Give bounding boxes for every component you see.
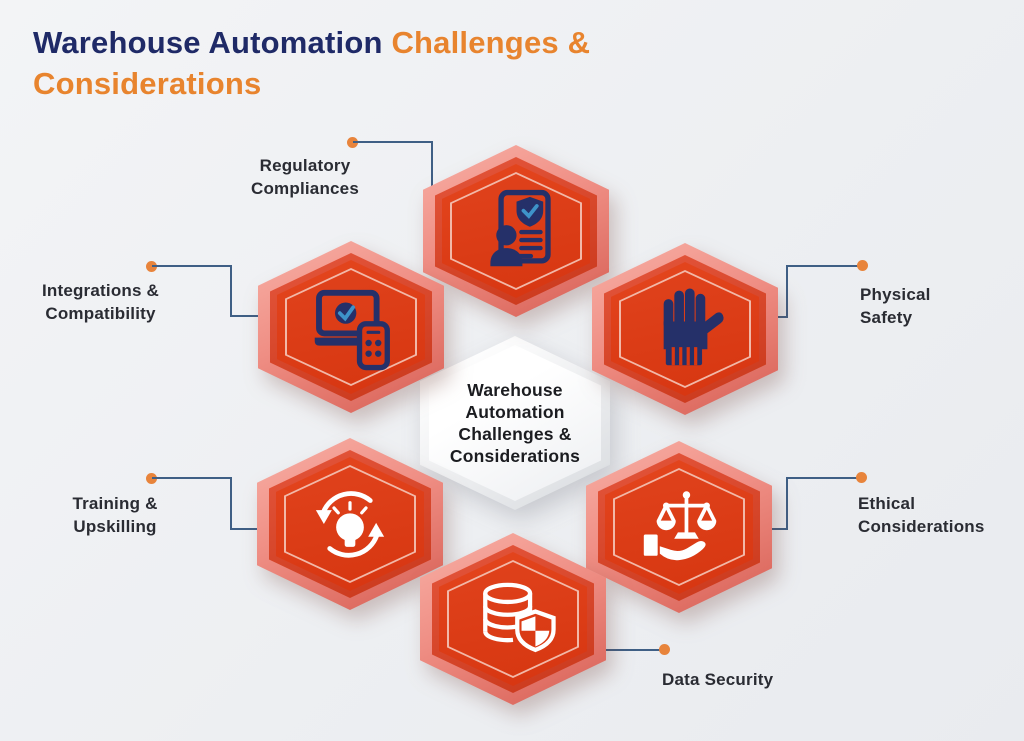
label-data-security: Data Security	[662, 670, 774, 689]
label-training-upskilling: Training & Upskilling	[72, 494, 158, 536]
hex-node-physical-safety	[592, 243, 778, 415]
hex-node-ethical-considerations	[586, 441, 772, 613]
connector-line	[786, 265, 788, 318]
person-document-shield-icon	[468, 183, 564, 279]
hex-node-regulatory-compliances	[423, 145, 609, 317]
label-regulatory-compliances: Regulatory Compliances	[250, 156, 359, 198]
connector-dot-integrations	[146, 261, 157, 272]
lightbulb-cycle-icon	[302, 476, 398, 572]
connector-dot-training	[146, 473, 157, 484]
connector-line	[230, 528, 264, 530]
connector-line	[152, 265, 232, 267]
connector-line	[590, 649, 662, 651]
center-hexagon: Warehouse Automation Challenges & Consid…	[420, 336, 610, 510]
title-primary: Warehouse Automation	[33, 25, 383, 60]
title-accent-2: Considerations	[33, 66, 262, 101]
connector-dot-data-security	[659, 644, 670, 655]
connector-line	[431, 141, 433, 206]
hex-node-integrations-compatibility	[258, 241, 444, 413]
connector-line	[152, 477, 232, 479]
connector-dot-regulatory	[347, 137, 358, 148]
connector-line	[230, 477, 232, 530]
label-ethical-considerations: Ethical Considerations	[858, 494, 985, 536]
connector-line	[786, 265, 860, 267]
label-integrations-compatibility: Integrations & Compatibility	[41, 281, 160, 323]
database-shield-icon	[465, 571, 561, 667]
label-physical-safety: Physical Safety	[860, 285, 931, 327]
connector-line	[230, 315, 262, 317]
laptop-phone-check-icon	[303, 279, 399, 375]
connector-dot-physical-safety	[857, 260, 868, 271]
page-title: Warehouse Automation Challenges & Consid…	[33, 22, 753, 104]
hex-node-training-upskilling	[257, 438, 443, 610]
connector-dot-ethical	[856, 472, 867, 483]
connector-line	[786, 477, 858, 479]
center-hexagon-label: Warehouse Automation Challenges & Consid…	[449, 380, 581, 466]
title-accent-1: Challenges &	[391, 25, 591, 60]
title-line-1: Warehouse Automation Challenges &	[33, 22, 753, 63]
connector-line	[786, 477, 788, 530]
hand-balance-scale-icon	[631, 479, 727, 575]
connector-line	[353, 141, 433, 143]
title-line-2: Considerations	[33, 63, 753, 104]
connector-line	[230, 265, 232, 317]
hex-node-data-security	[420, 533, 606, 705]
safety-glove-icon	[637, 281, 733, 377]
